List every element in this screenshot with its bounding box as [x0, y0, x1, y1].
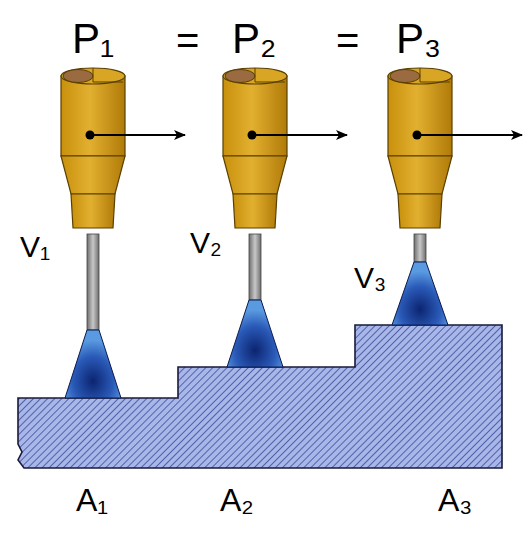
- voltage-label: V₁: [20, 232, 50, 262]
- area-label: A₁: [76, 484, 108, 516]
- area-label: A₃: [438, 484, 472, 516]
- motion-arrow: [252, 134, 347, 136]
- torch: [61, 68, 125, 228]
- flame: [65, 330, 121, 398]
- flame: [392, 262, 448, 325]
- electrode: [87, 234, 99, 330]
- electrode: [414, 234, 426, 262]
- motion-arrow: [90, 134, 185, 136]
- torch: [388, 68, 452, 228]
- voltage-label: V₂: [190, 228, 222, 258]
- electrode: [249, 234, 261, 300]
- pressure-label: P₁: [72, 18, 114, 60]
- area-label: A₂: [220, 484, 254, 516]
- flame: [227, 300, 283, 367]
- equals-sign: =: [336, 20, 359, 60]
- torch: [223, 68, 287, 228]
- equals-sign: =: [176, 20, 199, 60]
- motion-arrow: [417, 134, 522, 136]
- center-dot: [248, 131, 257, 140]
- pressure-label: P₃: [396, 18, 441, 60]
- pressure-label: P₂: [232, 18, 276, 60]
- center-dot: [413, 131, 422, 140]
- center-dot: [86, 131, 95, 140]
- voltage-label: V₃: [354, 263, 386, 293]
